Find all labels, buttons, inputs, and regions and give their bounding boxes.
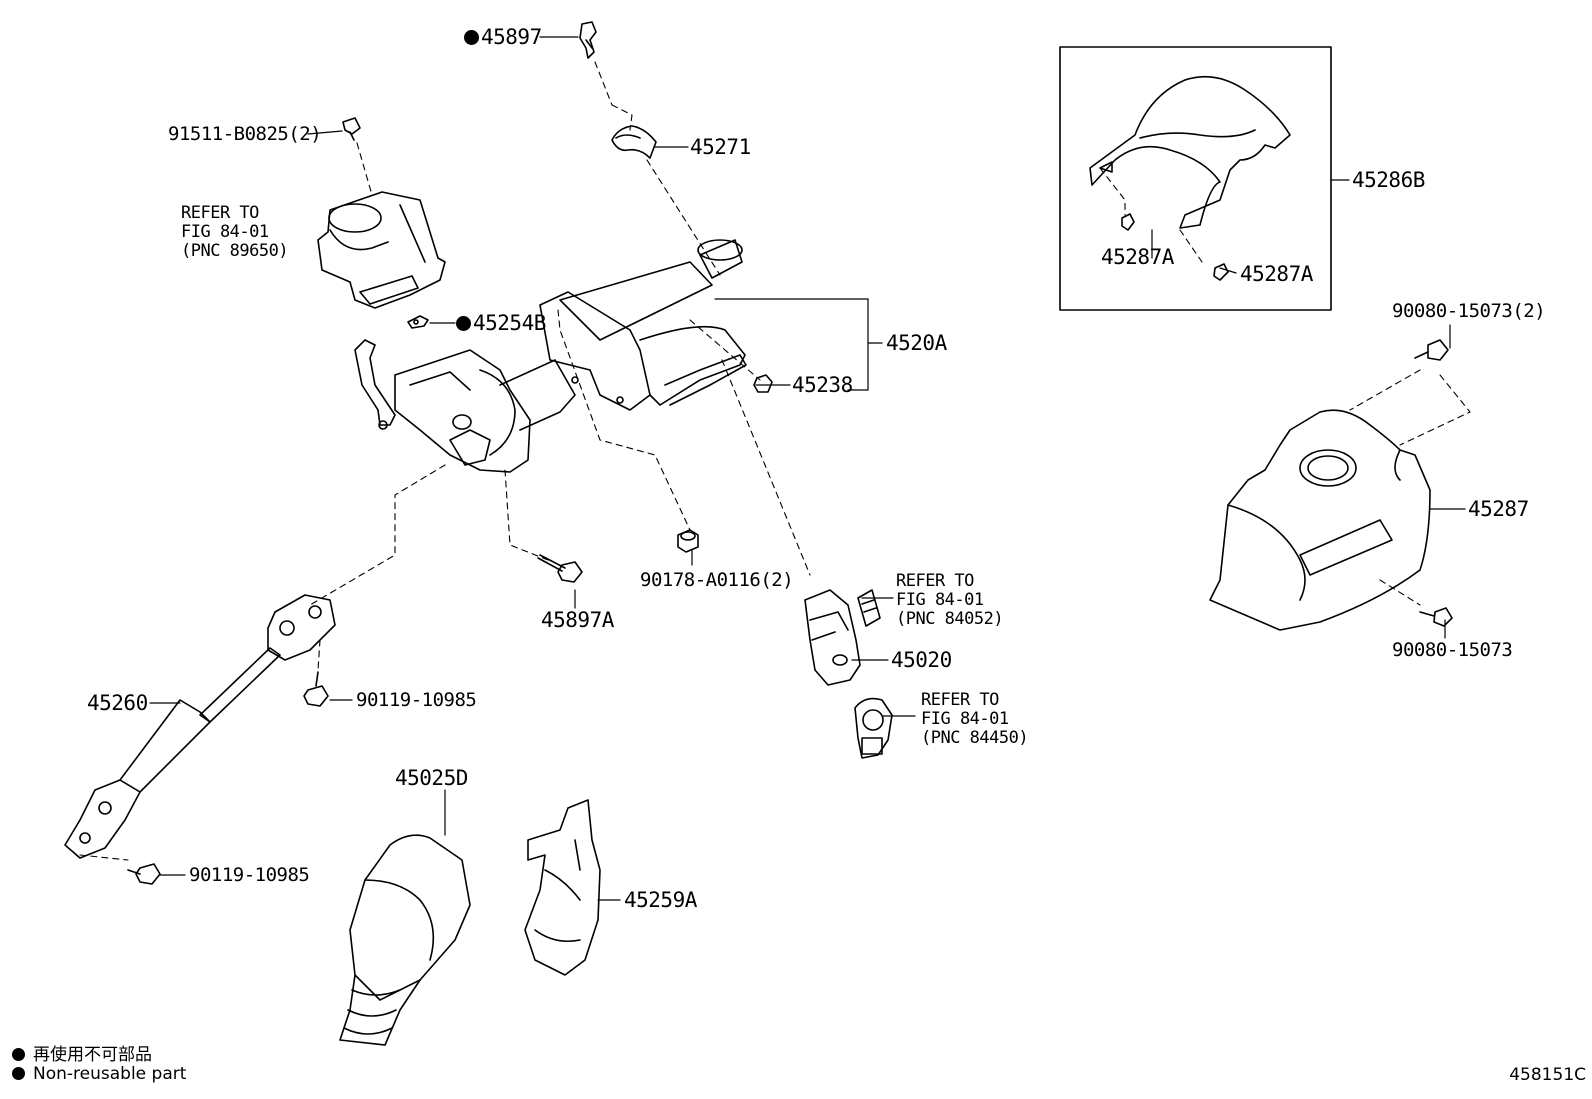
label-45259a[interactable]: 45259A [624, 888, 697, 912]
bolt-45897a-icon[interactable] [537, 554, 583, 583]
boot-45025d-icon[interactable] [339, 834, 471, 1046]
figure-id: 458151C [1509, 1065, 1586, 1085]
upper-cover-45286b-icon[interactable] [1089, 75, 1291, 229]
leader-lines [149, 36, 1466, 901]
bolt-90119-top-icon[interactable] [303, 671, 329, 707]
cover-45286b-box [1059, 46, 1332, 311]
bolt-45897-icon[interactable] [579, 21, 597, 59]
label-4520a[interactable]: 4520A [886, 331, 947, 355]
refer-note-84450: REFER TO FIG 84-01 (PNC 84450) [921, 690, 1029, 748]
label-90119-10985-top[interactable]: 90119-10985 [356, 689, 477, 711]
legend-jp: 再使用不可部品 [12, 1040, 152, 1065]
motor-ecu-89650-icon[interactable] [317, 191, 446, 309]
label-90119-10985-bottom[interactable]: 90119-10985 [189, 864, 310, 886]
non-reusable-dot-icon [464, 30, 479, 45]
label-45271[interactable]: 45271 [690, 135, 751, 159]
label-90178-a0116[interactable]: 90178-A0116(2) [640, 569, 794, 591]
label-45897a[interactable]: 45897A [541, 608, 614, 632]
non-reusable-dot-icon [456, 316, 471, 331]
filled-dot-icon [12, 1048, 25, 1061]
label-45254b[interactable]: 45254B [456, 313, 546, 334]
clip-45287a-left-icon[interactable] [1121, 213, 1135, 231]
bushing-45271-icon[interactable] [611, 125, 657, 159]
screw-90080-2-icon[interactable] [1414, 339, 1449, 361]
bolt-90119-bottom-icon[interactable] [127, 863, 161, 885]
label-90080-15073[interactable]: 90080-15073 [1392, 639, 1513, 661]
steering-column-4520a-icon[interactable] [354, 239, 747, 473]
lock-housing-45020-icon[interactable] [804, 589, 861, 686]
dashed-assembly-lines [79, 61, 1471, 861]
label-90080-15073-2[interactable]: 90080-15073(2) [1392, 300, 1546, 322]
intermediate-shaft-45260-icon[interactable] [64, 594, 336, 859]
screw-90080-icon[interactable] [1419, 607, 1453, 627]
label-91511-b0825[interactable]: 91511-B0825(2) [168, 123, 322, 145]
sensor-84450-icon[interactable] [854, 697, 893, 759]
label-45287[interactable]: 45287 [1468, 497, 1529, 521]
bolt-91511-icon[interactable] [342, 117, 361, 141]
label-45025d[interactable]: 45025D [395, 766, 468, 790]
lower-cover-45287-icon[interactable] [1209, 409, 1431, 631]
label-45286b[interactable]: 45286B [1352, 168, 1425, 192]
nut-45238-icon[interactable] [753, 374, 773, 393]
clip-45287a-right-icon[interactable] [1213, 263, 1229, 281]
nut-90178-icon[interactable] [677, 529, 699, 553]
switch-84052-icon[interactable] [857, 589, 881, 627]
label-45020[interactable]: 45020 [891, 648, 952, 672]
cover-45259a-icon[interactable] [524, 799, 601, 976]
label-45287a-left[interactable]: 45287A [1101, 245, 1174, 269]
refer-note-89650: REFER TO FIG 84-01 (PNC 89650) [181, 203, 289, 261]
label-45260[interactable]: 45260 [87, 691, 148, 715]
legend-en: Non-reusable part [12, 1064, 186, 1084]
label-45897[interactable]: 45897 [464, 27, 542, 48]
clip-45254b-icon[interactable] [407, 315, 429, 329]
refer-note-84052: REFER TO FIG 84-01 (PNC 84052) [896, 571, 1004, 629]
filled-dot-icon [12, 1067, 25, 1080]
label-45238[interactable]: 45238 [792, 373, 853, 397]
label-45287a-right[interactable]: 45287A [1240, 262, 1313, 286]
